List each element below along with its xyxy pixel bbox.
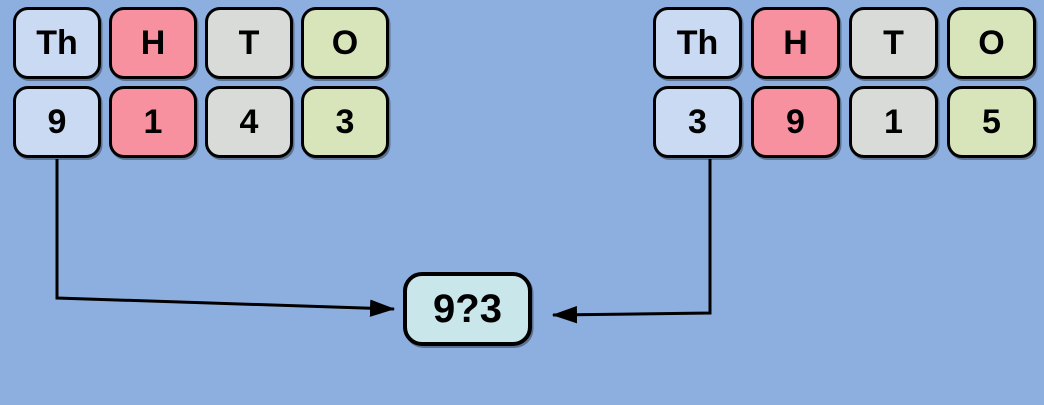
left-thousands-arrow	[55, 159, 396, 317]
right-header-card-ones: O	[947, 7, 1036, 79]
right-place-value-chart: Th H T O 3 9 1 5	[653, 7, 1036, 158]
left-digit-card-hundreds: 1	[109, 86, 197, 158]
left-place-value-chart: Th H T O 9 1 4 3	[13, 7, 389, 158]
left-digit-card-thousands: 9	[13, 86, 101, 158]
right-digit-card-hundreds: 9	[751, 86, 840, 158]
left-header-card-hundreds: H	[109, 7, 197, 79]
left-digit-card-tens: 4	[205, 86, 293, 158]
right-thousands-arrow	[551, 159, 712, 324]
right-header-card-hundreds: H	[751, 7, 840, 79]
left-digit-card-ones: 3	[301, 86, 389, 158]
comparison-answer-box[interactable]: 9?3	[403, 272, 532, 346]
right-digit-card-thousands: 3	[653, 86, 742, 158]
left-header-card-thousands: Th	[13, 7, 101, 79]
right-digit-card-ones: 5	[947, 86, 1036, 158]
right-header-card-tens: T	[849, 7, 938, 79]
right-digit-card-tens: 1	[849, 86, 938, 158]
left-header-card-ones: O	[301, 7, 389, 79]
right-header-card-thousands: Th	[653, 7, 742, 79]
left-header-card-tens: T	[205, 7, 293, 79]
